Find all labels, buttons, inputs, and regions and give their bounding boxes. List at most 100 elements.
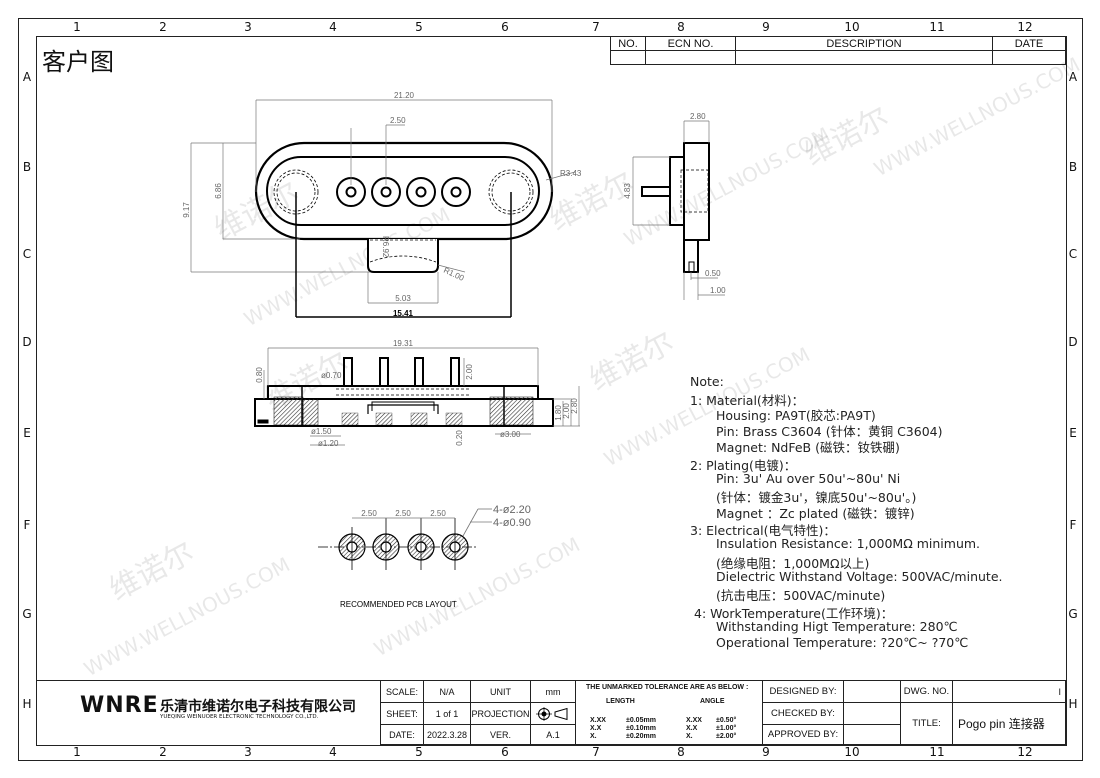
tolerance-block: THE UNMARKED TOLERANCE ARE AS BELOW : LE… bbox=[575, 680, 763, 745]
unit-label: UNIT bbox=[470, 680, 531, 703]
dim-pin-diameter: ø0.70 bbox=[321, 371, 342, 380]
company-logo: WNRE bbox=[80, 693, 159, 718]
zone-column-label: 7 bbox=[592, 745, 600, 759]
zone-column-label: 11 bbox=[929, 745, 945, 759]
approved-by-label: APPROVED BY: bbox=[762, 724, 844, 745]
length-tol-code: X.X bbox=[590, 725, 602, 732]
dim-gap: 0.20 bbox=[455, 430, 464, 446]
front-view bbox=[254, 347, 580, 446]
zone-column-label: 1 bbox=[73, 745, 81, 759]
angle-tol-value: ±1.00° bbox=[716, 725, 737, 732]
checked-by-field[interactable] bbox=[843, 702, 901, 725]
side-view bbox=[632, 120, 725, 300]
note-line: Pin: 3u' Au over 50u'~80u' Ni bbox=[716, 471, 901, 486]
note-line: Withstanding Higt Temperature: 280℃ bbox=[716, 619, 958, 634]
outer-border bbox=[18, 18, 1083, 761]
dim-body-height: 6.86 bbox=[214, 183, 223, 199]
dim-height-1: 1.80 bbox=[554, 405, 563, 421]
note-line: Magnet: NdFeB (磁铁：钕铁硼) bbox=[716, 440, 900, 455]
magnet-right bbox=[488, 169, 534, 215]
dim-height-3: 2.80 bbox=[570, 398, 579, 414]
note-line: (抗击电压：500VAC/minute) bbox=[716, 588, 886, 603]
dwg-no-label: DWG. NO. bbox=[900, 680, 953, 703]
length-label: LENGTH bbox=[606, 698, 635, 705]
dim-side-step: 0.50 bbox=[705, 269, 721, 278]
dim-side-flange: 4.83 bbox=[623, 183, 632, 199]
dim-front-flange: 0.80 bbox=[255, 367, 264, 383]
zone-column-label: 2 bbox=[159, 20, 167, 34]
pin-hole bbox=[441, 177, 471, 207]
pcb-pitch: 2.50 bbox=[361, 509, 377, 518]
note-line: 3: Electrical(电气特性)： bbox=[690, 523, 836, 538]
unit-value: mm bbox=[530, 680, 576, 703]
zone-row-label: B bbox=[22, 160, 32, 174]
customer-drawing-label: 客户图 bbox=[42, 48, 114, 76]
dim-tab-width: 5.03 bbox=[395, 294, 411, 303]
pcb-layout bbox=[318, 508, 492, 570]
pcb-hole-diameter: 4-ø0.90 bbox=[493, 517, 531, 529]
zone-row-label: E bbox=[1069, 426, 1077, 440]
tolerance-title: THE UNMARKED TOLERANCE ARE AS BELOW : bbox=[586, 684, 749, 691]
scale-label: SCALE: bbox=[380, 680, 424, 703]
note-line: Housing: PA9T(胶芯:PA9T) bbox=[716, 408, 876, 423]
ver-value: A.1 bbox=[530, 724, 576, 745]
zone-column-label: 5 bbox=[415, 745, 423, 759]
zone-column-label: 12 bbox=[1017, 20, 1033, 34]
rev-cell bbox=[992, 50, 1066, 65]
length-tol-code: X.XX bbox=[590, 717, 606, 724]
zone-column-label: 9 bbox=[762, 745, 770, 759]
dim-side-tab: 1.00 bbox=[710, 286, 726, 295]
length-tol-value: ±0.10mm bbox=[626, 725, 656, 732]
angle-tol-value: ±0.50° bbox=[716, 717, 737, 724]
designed-by-field[interactable] bbox=[843, 680, 901, 703]
approved-by-field[interactable] bbox=[843, 724, 901, 745]
zone-column-label: 7 bbox=[592, 20, 600, 34]
note-line: Insulation Resistance: 1,000MΩ minimum. bbox=[716, 536, 981, 551]
zone-column-label: 4 bbox=[329, 745, 337, 759]
zone-row-label: H bbox=[22, 697, 32, 711]
top-view bbox=[190, 99, 576, 318]
angle-tol-code: X. bbox=[686, 733, 693, 740]
length-tol-value: ±0.20mm bbox=[626, 733, 656, 740]
zone-row-label: E bbox=[23, 426, 31, 440]
zone-row-label: G bbox=[1068, 607, 1078, 621]
note-line: Note: bbox=[690, 374, 724, 389]
third-angle-projection-icon bbox=[536, 706, 568, 721]
dwg-no-value: I bbox=[952, 680, 1066, 703]
zone-column-label: 3 bbox=[244, 745, 252, 759]
zone-row-label: A bbox=[22, 70, 32, 84]
pcb-pad-diameter: 4-ø2.20 bbox=[493, 504, 531, 516]
angle-tol-code: X.XX bbox=[686, 717, 702, 724]
dim-pin-protrusion: 2.00 bbox=[465, 364, 474, 380]
length-tol-value: ±0.05mm bbox=[626, 717, 656, 724]
zone-column-label: 2 bbox=[159, 745, 167, 759]
ver-label: VER. bbox=[470, 724, 531, 745]
zone-column-label: 1 bbox=[73, 20, 81, 34]
dim-overall-height: 9.17 bbox=[182, 202, 191, 218]
zone-row-label: B bbox=[1068, 160, 1078, 174]
zone-row-label: D bbox=[22, 335, 32, 349]
dim-front-length: 19.31 bbox=[393, 339, 414, 348]
zone-column-label: 10 bbox=[844, 20, 860, 34]
angle-tol-code: X.X bbox=[686, 725, 698, 732]
dim-pin-pitch: 2.50 bbox=[390, 116, 406, 125]
title-label: TITLE: bbox=[900, 702, 953, 745]
dim-radius-end: R3.43 bbox=[560, 169, 582, 178]
zone-row-label: D bbox=[1068, 335, 1078, 349]
pcb-caption: RECOMMENDED PCB LAYOUT bbox=[340, 600, 457, 609]
company-name-en: YUEQING WEINUOER ELECTRONIC TECHNOLOGY C… bbox=[160, 714, 319, 720]
length-tol-code: X. bbox=[590, 733, 597, 740]
zone-column-label: 6 bbox=[501, 745, 509, 759]
pin-hole bbox=[406, 177, 436, 207]
dim-hole-2: ø1.20 bbox=[318, 439, 339, 448]
inner-border bbox=[36, 36, 1067, 746]
zone-row-label: C bbox=[1068, 247, 1078, 261]
dim-radius-tab: R6.92 bbox=[381, 236, 390, 258]
projection-label: PROJECTION bbox=[470, 702, 531, 725]
housing-tab bbox=[367, 239, 439, 273]
company-name-cn: 乐清市维诺尔电子科技有限公司 bbox=[160, 699, 356, 715]
zone-column-label: 11 bbox=[929, 20, 945, 34]
zone-column-label: 6 bbox=[501, 20, 509, 34]
dim-height-2: 2.00 bbox=[562, 403, 571, 419]
